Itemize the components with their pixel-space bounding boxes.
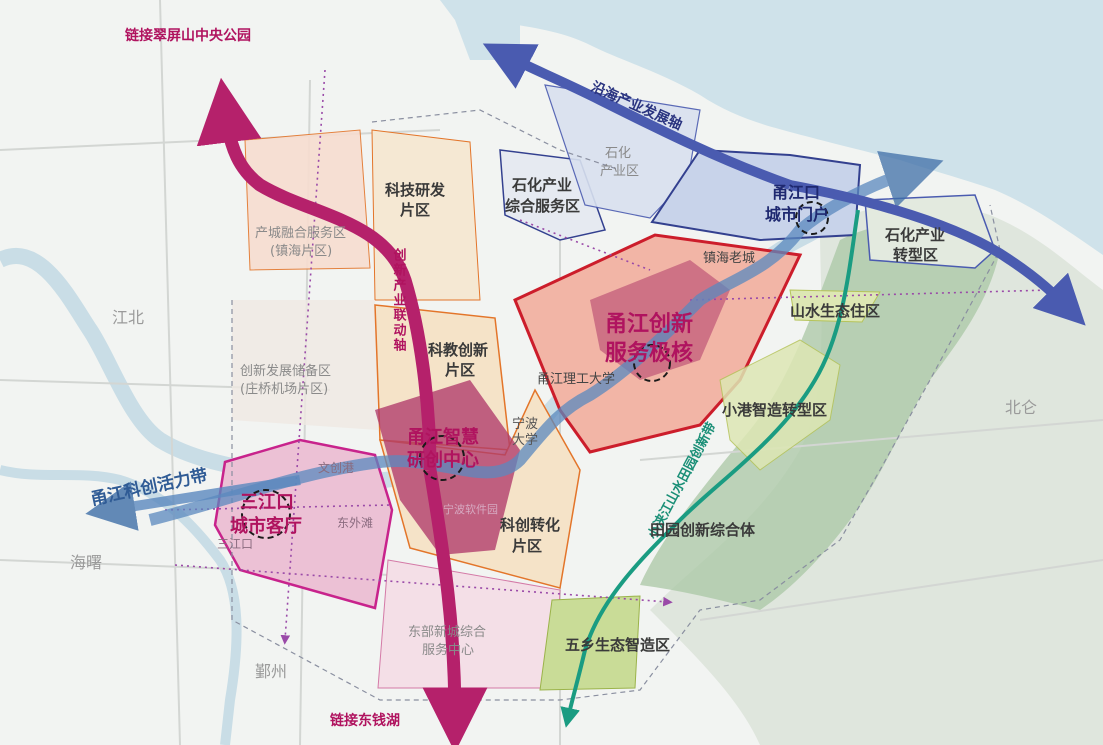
north-south-axis-arrow-south — [422, 468, 488, 745]
svg-text:科技研发: 科技研发 — [385, 181, 446, 199]
svg-text:大学: 大学 — [512, 432, 538, 448]
river-belt-west-arrow — [85, 475, 301, 531]
sea — [440, 0, 1103, 255]
zone-xiaogang[interactable] — [719, 339, 841, 471]
svg-text:三江口: 三江口 — [240, 492, 294, 513]
label-chancheng: 产城融合服务区 (镇海片区) — [255, 225, 346, 259]
core-node-circle — [633, 344, 671, 382]
coastal-axis-arrow — [482, 43, 792, 190]
zone-core-inner[interactable] — [590, 260, 730, 380]
node-yongjiang-innovation[interactable]: 甬江创新 服务极核 — [605, 311, 693, 366]
svg-text:研创中心: 研创中心 — [407, 449, 479, 471]
district-jiangbei: 江北 — [112, 308, 144, 327]
label-keji-yanfa: 科技研发 片区 — [385, 181, 446, 219]
svg-text:城市客厅: 城市客厅 — [230, 515, 302, 537]
label-shanshui: 山水生态住区 — [790, 302, 880, 320]
green-belt-arrow — [560, 209, 860, 728]
svg-text:片区: 片区 — [512, 537, 542, 555]
dashed-boundaries — [231, 109, 1001, 701]
svg-text:产城融合服务区: 产城融合服务区 — [255, 225, 346, 241]
node-smart-research[interactable]: 甬江智慧 研创中心 — [407, 426, 479, 471]
research-node-circle — [419, 435, 465, 481]
svg-text:石化产业: 石化产业 — [511, 176, 572, 194]
svg-text:甬江智慧: 甬江智慧 — [407, 426, 479, 448]
svg-text:产业区: 产业区 — [600, 164, 639, 179]
label-xiaogang: 小港智造转型区 — [722, 401, 827, 419]
node-sanjiangkou[interactable]: 三江口 城市客厅 — [230, 492, 302, 537]
svg-text:片区: 片区 — [445, 361, 475, 379]
svg-text:服务中心: 服务中心 — [422, 642, 474, 658]
svg-text:石化: 石化 — [605, 146, 631, 161]
north-axis-end-label: 链接翠屏山中央公园 — [125, 27, 251, 44]
svg-text:综合服务区: 综合服务区 — [505, 197, 580, 215]
svg-text:甬江创新: 甬江创新 — [605, 311, 693, 337]
svg-text:科教创新: 科教创新 — [428, 341, 488, 359]
svg-text:石化产业: 石化产业 — [884, 226, 945, 244]
yongjiangkou-node-circle — [795, 201, 829, 235]
sanjiangkou-node-circle — [241, 489, 291, 539]
node-circles — [241, 201, 829, 539]
node-yongjiangkou[interactable]: 甬江口 城市门户 — [765, 183, 829, 224]
label-kechuang-transform: 科创转化 片区 — [500, 516, 560, 555]
north-south-axis-arrow-north — [196, 77, 437, 471]
svg-text:甬江口: 甬江口 — [772, 183, 820, 202]
place-zhenhai-old-town: 镇海老城 — [703, 251, 755, 266]
label-tianyuan: 田园创新综合体 — [650, 521, 756, 539]
place-sanjiangkou-small: 三江口 — [217, 537, 253, 551]
north-south-axis-label: 创新产业联动轴 — [391, 247, 408, 353]
district-beilun: 北仑 — [1005, 398, 1037, 417]
label-shihua-service: 石化产业 综合服务区 — [505, 176, 580, 215]
zone-shanshui[interactable] — [789, 289, 881, 323]
svg-text:转型区: 转型区 — [893, 246, 938, 264]
svg-text:创新发展储备区: 创新发展储备区 — [240, 363, 331, 379]
label-shihua-transform: 石化产业 转型区 — [884, 226, 945, 264]
svg-text:宁波: 宁波 — [512, 416, 538, 432]
district-yinzhou: 鄞州 — [255, 662, 287, 681]
svg-text:(镇海片区): (镇海片区) — [270, 244, 332, 259]
place-wenchuang-port: 文创港 — [318, 460, 354, 475]
south-axis-end-label: 链接东钱湖 — [330, 712, 400, 729]
label-wuxiang: 五乡生态智造区 — [565, 636, 670, 654]
svg-text:科创转化: 科创转化 — [500, 516, 560, 534]
label-shihua-industry: 石化 产业区 — [600, 146, 639, 179]
svg-text:城市门户: 城市门户 — [765, 205, 829, 224]
place-dongwaitan: 东外滩 — [337, 516, 373, 530]
label-dongbu-service: 东部新城综合 服务中心 — [408, 624, 486, 658]
place-software-park: 宁波软件园 — [443, 502, 498, 516]
svg-text:东部新城综合: 东部新城综合 — [408, 624, 486, 640]
district-haishu: 海曙 — [70, 553, 102, 572]
place-ningbo-university: 宁波 大学 — [512, 416, 538, 448]
svg-text:片区: 片区 — [400, 201, 430, 219]
svg-text:服务极核: 服务极核 — [605, 340, 693, 366]
label-chuangxin-reserve: 创新发展储备区 (庄桥机场片区) — [240, 363, 331, 397]
coastal-axis-arrow-east — [789, 180, 1086, 326]
svg-text:(庄桥机场片区): (庄桥机场片区) — [240, 381, 328, 397]
river-belt-band — [148, 151, 944, 526]
place-nit-university: 甬江理工大学 — [537, 371, 615, 387]
label-kejiao: 科教创新 片区 — [428, 341, 488, 379]
